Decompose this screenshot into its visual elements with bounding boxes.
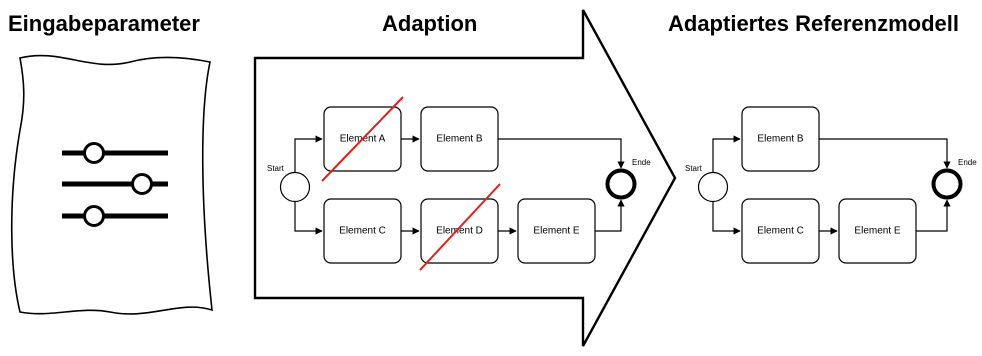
strike-element-d [419, 183, 501, 271]
slider-controls-icon [62, 142, 168, 227]
end-event [931, 168, 963, 200]
start-event [279, 171, 311, 203]
element-d-label: Element D [436, 226, 483, 237]
element-e-label: Element E [533, 226, 579, 237]
start-event [697, 171, 729, 203]
element-b-label: Element B [436, 134, 482, 145]
element-b-label: Element B [757, 134, 803, 145]
input-parameter-document [10, 54, 213, 315]
element-c-box: Element C [323, 198, 402, 264]
strike-element-a [321, 96, 404, 182]
element-c-label: Element C [339, 226, 386, 237]
end-label: Ende [958, 158, 977, 167]
end-event [605, 168, 637, 200]
element-c-box: Element C [741, 198, 820, 264]
element-c-label: Element C [757, 226, 804, 237]
start-label: Start [685, 164, 703, 173]
title-eingabeparameter: Eingabeparameter [8, 11, 200, 36]
element-b-box: Element B [420, 106, 499, 172]
element-d-box: Element D [420, 198, 499, 264]
element-e-box: Element E [838, 198, 917, 264]
element-e-box: Element E [517, 198, 596, 264]
title-adaptiertes-referenzmodell: Adaptiertes Referenzmodell [668, 11, 959, 36]
title-adaption: Adaption [382, 11, 477, 36]
element-e-label: Element E [854, 226, 900, 237]
process-model-original: Start Ende Element A Element B Element C… [267, 96, 651, 271]
end-label: Ende [632, 158, 651, 167]
element-b-box: Element B [741, 106, 820, 172]
process-model-adapted: Start Ende Element B Element C Element E [685, 106, 977, 264]
start-label: Start [267, 164, 285, 173]
